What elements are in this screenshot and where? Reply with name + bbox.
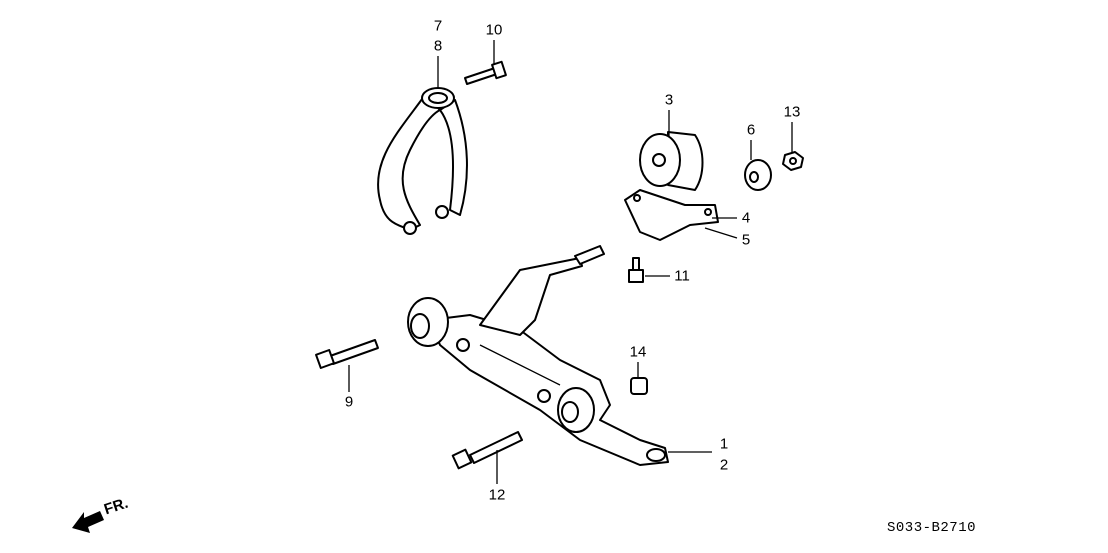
nut-14 <box>630 377 648 395</box>
nut-13 <box>782 151 804 171</box>
bushing-3 <box>639 131 704 191</box>
bushing-6 <box>744 159 772 191</box>
callout-8: 8 <box>433 37 443 55</box>
callout-1: 1 <box>719 435 729 453</box>
callout-11: 11 <box>674 267 690 285</box>
callout-5: 5 <box>741 231 751 249</box>
leader-lines <box>348 40 793 484</box>
callout-4: 4 <box>741 209 751 227</box>
bolt-12 <box>451 431 523 470</box>
lower-arm <box>407 245 669 466</box>
callout-12: 12 <box>488 486 506 504</box>
callout-13: 13 <box>783 103 801 121</box>
callout-7: 7 <box>433 17 443 35</box>
callout-6: 6 <box>746 121 756 139</box>
fork-part <box>377 87 468 235</box>
bracket-4-5 <box>624 189 719 241</box>
bolt-10 <box>464 60 507 85</box>
bolt-9 <box>315 339 379 369</box>
callout-2: 2 <box>719 456 729 474</box>
callout-3: 3 <box>664 91 674 109</box>
callout-10: 10 <box>485 21 503 39</box>
callout-14: 14 <box>629 343 647 361</box>
front-direction-arrow-icon <box>72 511 104 533</box>
diagram-code: S033-B2710 <box>887 520 977 536</box>
callout-9: 9 <box>344 393 354 411</box>
bolt-11 <box>628 257 644 283</box>
